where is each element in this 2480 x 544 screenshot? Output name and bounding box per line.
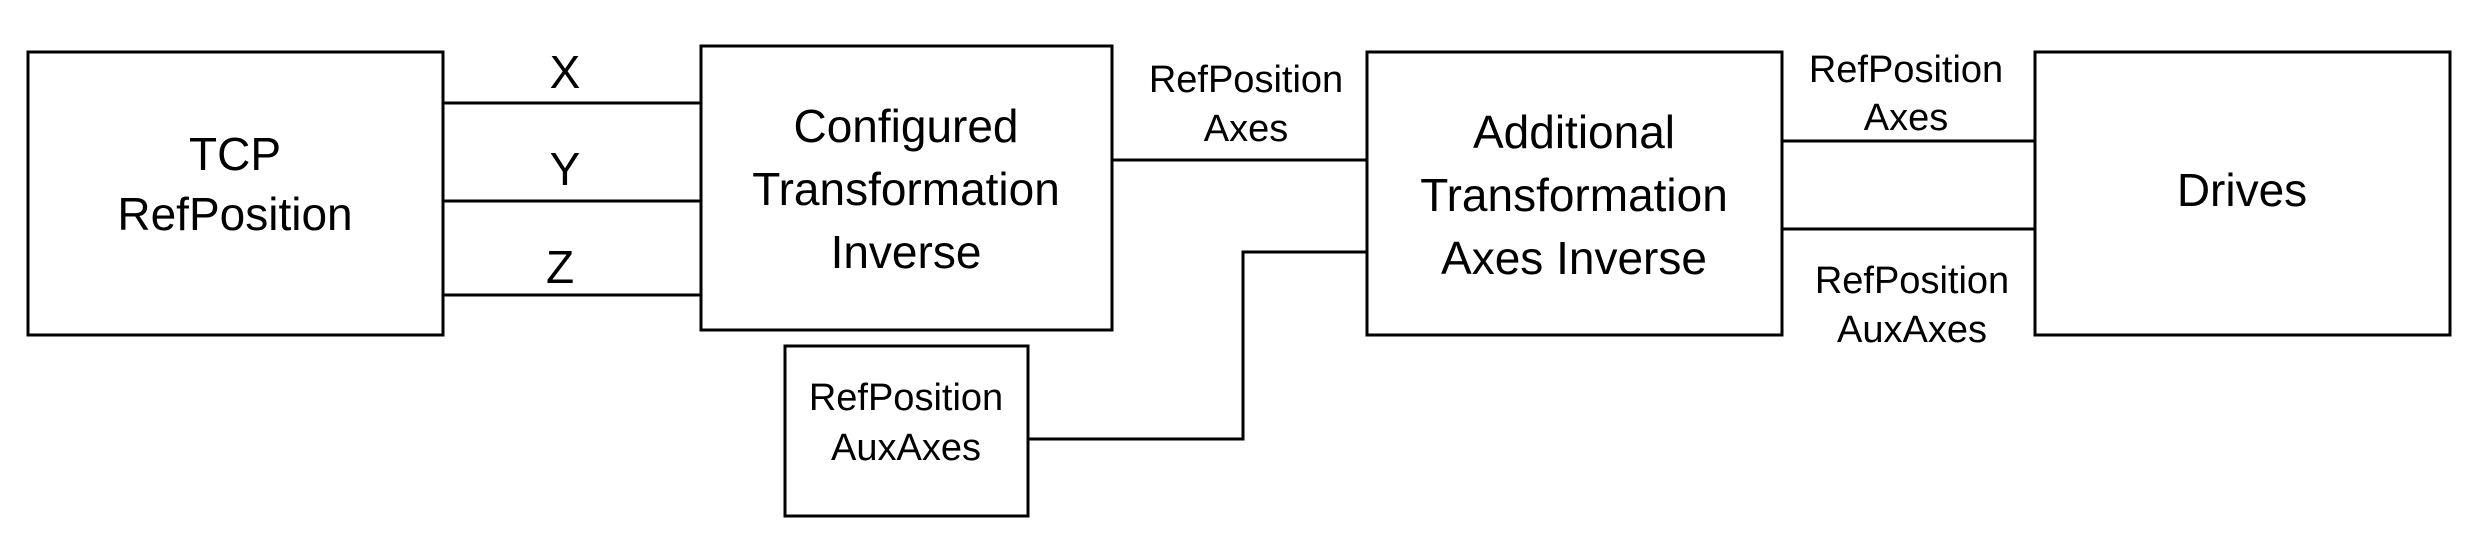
edge-label-y: Y	[550, 143, 581, 195]
additional-transformation-block	[1365, 50, 1784, 337]
edge-auxaxes-to-additional	[1028, 250, 1367, 441]
edge-label-refposition-axes-1-line2: Axes	[1204, 108, 1288, 150]
configured-label-line1: Configured	[793, 100, 1018, 152]
configured-transformation-block	[699, 44, 1114, 332]
additional-label-line1: Additional	[1473, 106, 1675, 158]
edge-label-refposition-auxaxes-line2: AuxAxes	[1837, 309, 1987, 351]
additional-label-line2: Transformation	[1420, 169, 1728, 221]
configured-label-line2: Transformation	[752, 163, 1060, 215]
tcp-refposition-block	[26, 50, 445, 337]
refposition-auxaxes-block	[783, 344, 1030, 518]
tcp-label-line2: RefPosition	[117, 188, 352, 240]
additional-label-line3: Axes Inverse	[1441, 232, 1707, 284]
edge-label-refposition-auxaxes-line1: RefPosition	[1815, 260, 2009, 302]
drives-label: Drives	[2177, 164, 2307, 216]
edge-label-refposition-axes-2-line2: Axes	[1864, 97, 1948, 139]
edge-label-refposition-axes-2-line1: RefPosition	[1809, 49, 2003, 91]
configured-label-line3: Inverse	[831, 226, 982, 278]
drives-block	[2033, 50, 2452, 337]
edge-label-refposition-axes-1-line1: RefPosition	[1149, 59, 1343, 101]
tcp-label-line1: TCP	[189, 128, 281, 180]
edge-label-x: X	[550, 46, 581, 98]
aux-input-label-line2: AuxAxes	[831, 427, 981, 469]
edge-label-z: Z	[546, 241, 574, 293]
aux-input-label-line1: RefPosition	[809, 377, 1003, 419]
